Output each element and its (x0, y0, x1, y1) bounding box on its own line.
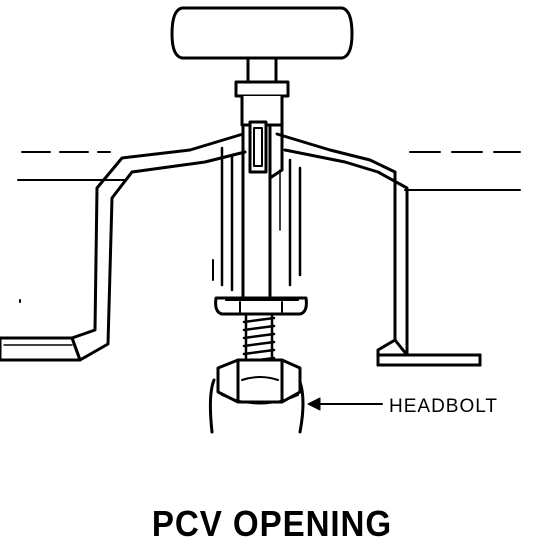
background-lines (17, 151, 521, 303)
upper-shaft (234, 56, 290, 302)
t-handle-knob (170, 6, 354, 60)
valve-cover (0, 132, 482, 367)
figure-caption: PCV OPENING (151, 503, 393, 544)
shaft-collar (214, 296, 308, 316)
headbolt-hex (216, 358, 302, 405)
headbolt-label: HEADBOLT (389, 396, 499, 417)
headbolt-leader (307, 397, 383, 411)
bolt-boss (208, 378, 305, 434)
left-flange (0, 336, 482, 367)
sleeve (212, 146, 302, 292)
threaded-stud (242, 314, 276, 364)
